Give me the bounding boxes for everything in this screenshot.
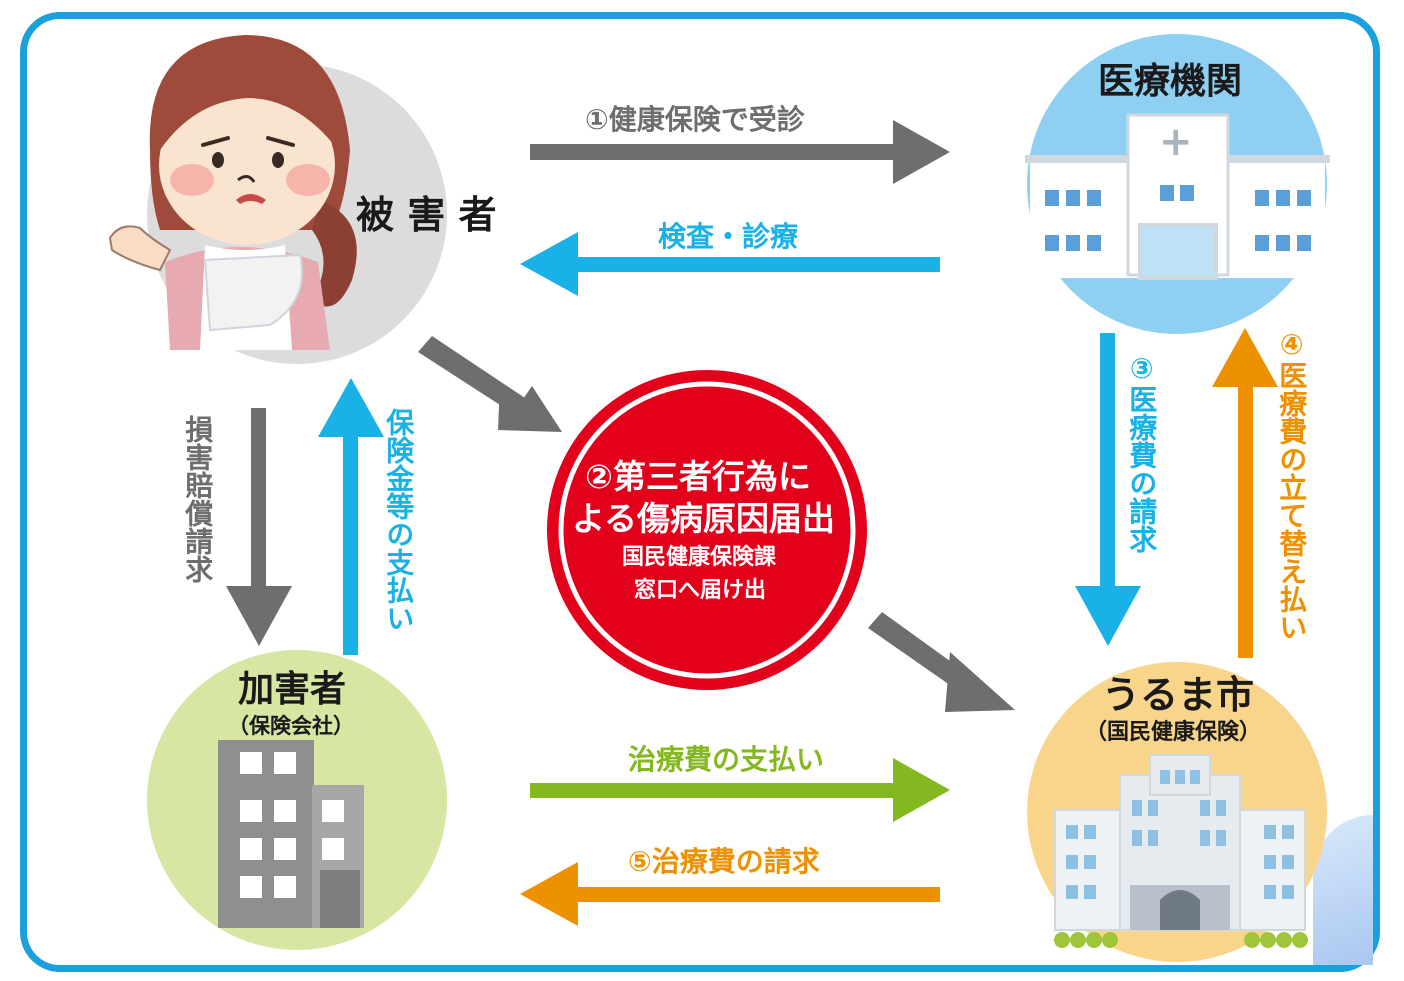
center-line4: 窓口へ届け出 [634, 578, 767, 603]
arrow-exam [520, 232, 940, 296]
arrow-consult [530, 120, 950, 184]
city-sublabel: （国民健康保険） [1085, 720, 1262, 745]
victim-illustration [108, 35, 357, 350]
arrow-treatment-claim [520, 862, 940, 926]
medical-claim-label: ③医療費の請求 [1125, 352, 1159, 553]
center-line3: 国民健康保険課 [622, 545, 777, 570]
arrow-center-to-city [868, 612, 1015, 712]
center-circle [547, 370, 867, 690]
advance-payment-label: ④医療費の立て替え払い [1275, 328, 1309, 641]
perpetrator-sublabel: （保険会社） [228, 714, 354, 738]
center-line1: ②第三者行為に [585, 457, 811, 496]
city-label: うるま市 [1102, 673, 1255, 717]
perpetrator-label: 加害者 [238, 669, 347, 710]
exam-label: 検査・診療 [658, 220, 799, 253]
arrow-medical-claim [1075, 333, 1141, 646]
medical-label: 医療機関 [1098, 61, 1243, 102]
center-line2: よる傷病原因届出 [572, 499, 836, 538]
victim-label: 被 害 者 [356, 193, 497, 237]
office-building-illustration [218, 740, 364, 928]
arrow-victim-to-center [418, 336, 562, 432]
center-circle-ring [558, 381, 856, 679]
damages-label: 損害賠償請求 [181, 415, 215, 583]
insurance-payment-label: 保険金等の支払い [382, 408, 416, 632]
arrow-damages [226, 408, 292, 646]
city-hall-illustration [1054, 754, 1308, 948]
hospital-cross-icon: + [1159, 119, 1193, 165]
arrow-advance-payment [1212, 328, 1278, 658]
arrow-insurance-payment [318, 378, 384, 655]
arrow-treatment-payment [530, 758, 950, 822]
consult-label: ①健康保険で受診 [585, 103, 805, 136]
treatment-payment-label: 治療費の支払い [628, 743, 825, 776]
treatment-claim-label: ⑤治療費の請求 [628, 845, 820, 878]
hospital-illustration [1025, 113, 1330, 280]
